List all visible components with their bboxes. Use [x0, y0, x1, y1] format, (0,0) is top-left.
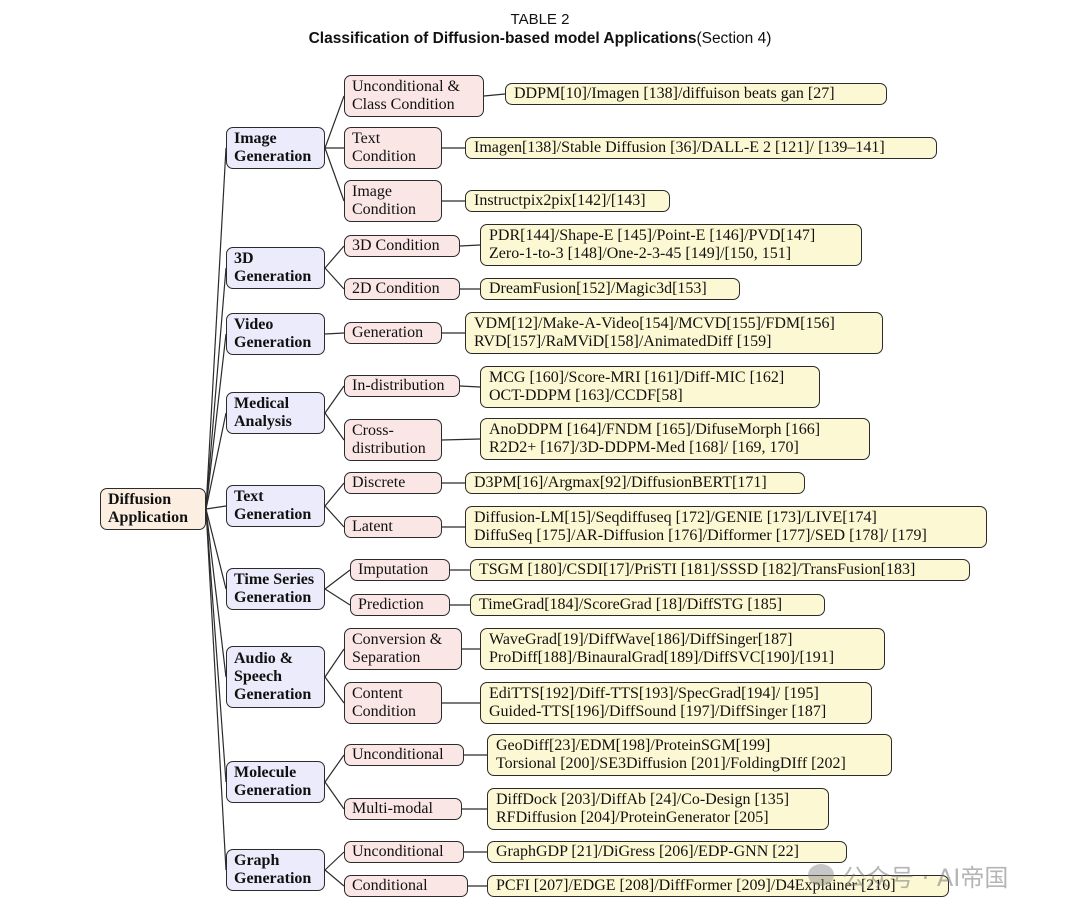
method-list-node: DreamFusion[152]/Magic3d[153]	[480, 278, 740, 300]
table-number: TABLE 2	[510, 11, 570, 28]
subcategory-node: Content Condition	[344, 682, 442, 724]
category-node: Graph Generation	[226, 849, 325, 891]
watermark: 公众号 · AI帝国	[808, 858, 1048, 892]
category-to-subcategory-connector	[324, 869, 345, 887]
subcategory-node: Text Condition	[344, 127, 442, 169]
category-to-subcategory-connector	[324, 781, 345, 810]
root-node: Diffusion Application	[100, 488, 206, 530]
category-to-subcategory-connector	[324, 754, 345, 783]
category-to-subcategory-connector	[324, 412, 345, 441]
subcategory-to-methods-connector	[441, 438, 481, 441]
category-node: Video Generation	[226, 313, 325, 355]
root-to-category-connector	[205, 333, 227, 510]
category-to-subcategory-connector	[324, 332, 345, 335]
method-list-node: EdiTTS[192]/Diff-TTS[193]/SpecGrad[194]/…	[480, 682, 872, 724]
category-node: Time Series Generation	[226, 568, 325, 610]
subcategory-node: Unconditional & Class Condition	[344, 75, 484, 117]
category-node: Molecule Generation	[226, 761, 325, 803]
subcategory-node: Unconditional	[344, 744, 464, 766]
wechat-icon	[808, 864, 834, 886]
root-to-category-connector	[205, 505, 227, 510]
method-list-node: PDR[144]/Shape-E [145]/Point-E [146]/PVD…	[480, 224, 862, 266]
category-node: Medical Analysis	[226, 392, 325, 434]
subcategory-node: Latent	[344, 516, 442, 538]
category-to-subcategory-connector	[324, 588, 351, 606]
category-to-subcategory-connector	[324, 267, 345, 290]
subcategory-node: Prediction	[350, 594, 450, 616]
method-list-node: D3PM[16]/Argmax[92]/DiffusionBERT[171]	[465, 472, 805, 494]
subcategory-to-methods-connector	[483, 93, 506, 97]
root-to-category-connector	[205, 412, 227, 510]
root-to-category-connector	[205, 267, 227, 510]
category-to-subcategory-connector	[324, 385, 345, 414]
root-to-category-connector	[205, 508, 227, 678]
method-list-node: MCG [160]/Score-MRI [161]/Diff-MIC [162]…	[480, 366, 820, 408]
method-list-node: Instructpix2pix[142]/[143]	[465, 190, 670, 212]
root-to-category-connector	[205, 147, 227, 510]
method-list-node: VDM[12]/Make-A-Video[154]/MCVD[155]/FDM[…	[465, 312, 883, 354]
method-list-node: Imagen[138]/Stable Diffusion [36]/DALL-E…	[465, 137, 937, 159]
subcategory-node: Imputation	[350, 559, 450, 581]
subcategory-node: Conversion & Separation	[344, 628, 462, 670]
root-to-category-connector	[205, 508, 227, 590]
subcategory-to-methods-connector	[459, 244, 481, 247]
subcategory-to-methods-connector	[459, 385, 481, 388]
method-list-node: PCFI [207]/EDGE [208]/DiffFormer [209]/D…	[487, 875, 949, 897]
subcategory-node: Conditional	[344, 875, 468, 897]
watermark-text: 公众号 · AI帝国	[842, 863, 1009, 892]
method-list-node: DiffDock [203]/DiffAb [24]/Co-Design [13…	[487, 788, 829, 830]
root-to-category-connector	[205, 508, 227, 871]
subcategory-node: Image Condition	[344, 180, 442, 222]
category-to-subcategory-connector	[324, 147, 345, 202]
method-list-node: WaveGrad[19]/DiffWave[186]/DiffSinger[18…	[480, 628, 885, 670]
category-to-subcategory-connector	[324, 245, 345, 269]
table-title-suffix: (Section 4)	[696, 30, 772, 47]
category-node: 3D Generation	[226, 247, 325, 289]
subcategory-node: Discrete	[344, 472, 442, 494]
category-node: Audio & Speech Generation	[226, 646, 325, 708]
category-to-subcategory-connector	[324, 676, 345, 704]
method-list-node: TimeGrad[184]/ScoreGrad [18]/DiffSTG [18…	[470, 594, 825, 616]
root-to-category-connector	[205, 508, 227, 783]
table-title-bold: Classification of Diffusion-based model …	[308, 30, 697, 47]
subcategory-node: Multi-modal	[344, 798, 462, 820]
category-node: Text Generation	[226, 485, 325, 527]
method-list-node: Diffusion-LM[15]/Seqdiffuseq [172]/GENIE…	[465, 506, 987, 548]
category-to-subcategory-connector	[324, 648, 345, 678]
method-list-node: DDPM[10]/Imagen [138]/diffuison beats ga…	[505, 83, 887, 105]
table-title: Classification of Diffusion-based model …	[0, 30, 1080, 48]
method-list-node: GeoDiff[23]/EDM[198]/ProteinSGM[199] Tor…	[487, 734, 892, 776]
category-to-subcategory-connector	[324, 569, 351, 590]
subcategory-node: Cross- distribution	[344, 419, 442, 461]
category-to-subcategory-connector	[324, 482, 345, 507]
method-list-node: GraphGDP [21]/DiGress [206]/EDP-GNN [22]	[487, 841, 847, 863]
subcategory-node: Generation	[344, 322, 442, 344]
method-list-node: AnoDDPM [164]/FNDM [165]/DifuseMorph [16…	[480, 418, 870, 460]
subcategory-node: Unconditional	[344, 841, 464, 863]
category-to-subcategory-connector	[324, 851, 345, 871]
category-node: Image Generation	[226, 127, 325, 169]
method-list-node: TSGM [180]/CSDI[17]/PriSTI [181]/SSSD [1…	[470, 559, 970, 581]
subcategory-node: 3D Condition	[344, 235, 460, 257]
subcategory-node: 2D Condition	[344, 278, 460, 300]
subcategory-node: In-distribution	[344, 375, 460, 397]
category-to-subcategory-connector	[324, 95, 345, 149]
category-to-subcategory-connector	[324, 505, 345, 528]
